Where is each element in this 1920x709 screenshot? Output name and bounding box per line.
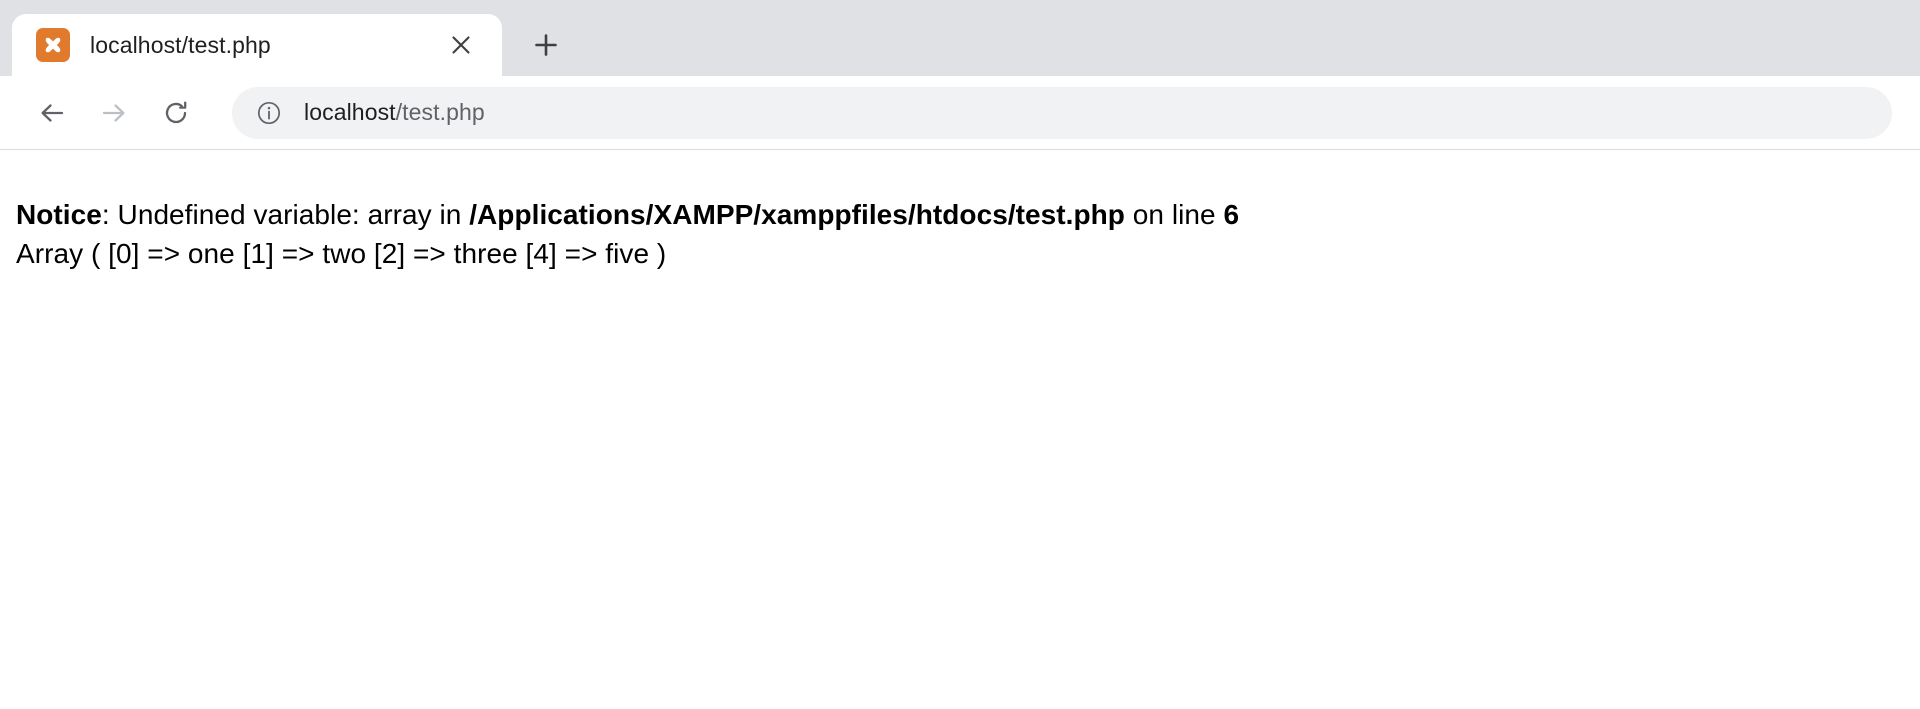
- forward-button[interactable]: [86, 85, 142, 141]
- url-host: localhost: [304, 99, 396, 125]
- back-button[interactable]: [24, 85, 80, 141]
- info-circle-icon[interactable]: [252, 96, 286, 130]
- address-bar-url: localhost/test.php: [304, 99, 485, 126]
- browser-toolbar: localhost/test.php: [0, 76, 1920, 150]
- notice-label: Notice: [16, 199, 102, 230]
- php-notice-line: Notice: Undefined variable: array in /Ap…: [16, 196, 1904, 235]
- notice-separator: :: [101, 199, 118, 230]
- browser-tab-active[interactable]: localhost/test.php: [12, 14, 502, 76]
- tab-title: localhost/test.php: [90, 31, 271, 58]
- notice-on-line-word: on line: [1124, 199, 1224, 230]
- address-bar[interactable]: localhost/test.php: [232, 86, 1892, 139]
- notice-line-number: 6: [1223, 199, 1240, 230]
- xampp-favicon: [36, 28, 70, 62]
- close-icon[interactable]: [440, 24, 482, 66]
- new-tab-button[interactable]: [518, 17, 574, 73]
- reload-button[interactable]: [148, 85, 204, 141]
- notice-in-word: in: [431, 199, 470, 230]
- tab-strip: localhost/test.php: [0, 0, 1920, 76]
- notice-file-path: /Applications/XAMPP/xamppfiles/htdocs/te…: [469, 199, 1125, 230]
- notice-message: Undefined variable: array: [117, 199, 432, 230]
- php-array-dump: Array ( [0] => one [1] => two [2] => thr…: [16, 237, 667, 269]
- php-output: Notice: Undefined variable: array in /Ap…: [16, 196, 1904, 273]
- page-content: Notice: Undefined variable: array in /Ap…: [0, 150, 1920, 709]
- url-path: /test.php: [395, 99, 485, 125]
